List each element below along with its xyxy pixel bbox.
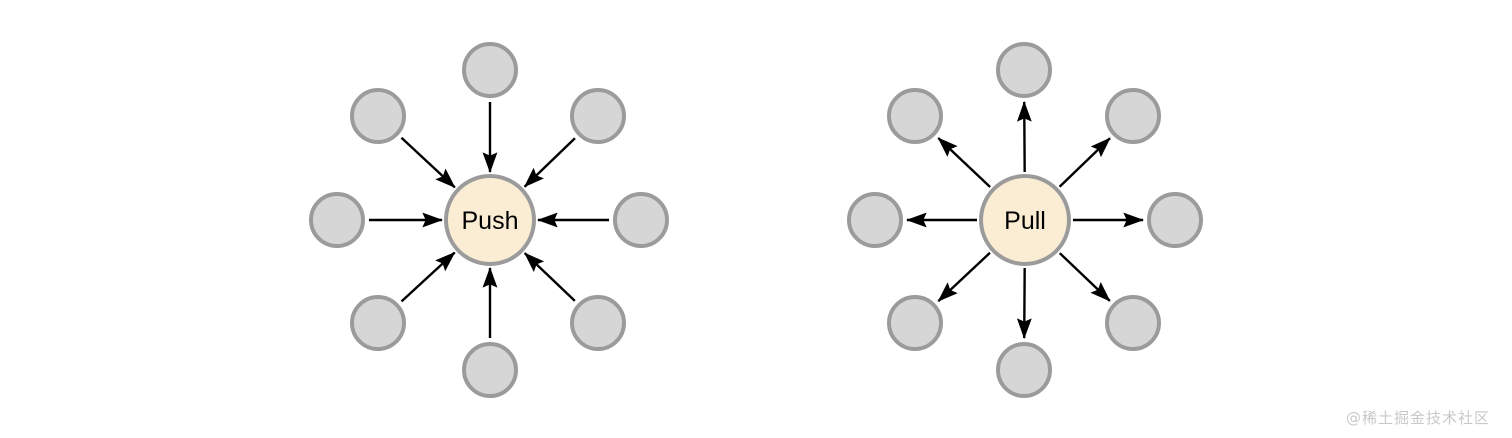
push-node-top[interactable] — [462, 42, 518, 98]
push-node-bottom-right[interactable] — [570, 295, 626, 351]
push-arrow — [523, 252, 576, 302]
push-node-bottom[interactable] — [462, 342, 518, 398]
push-node-right[interactable] — [613, 192, 669, 248]
push-hub-node[interactable] — [444, 174, 536, 266]
push-node-left[interactable] — [309, 192, 365, 248]
pull-node-top[interactable] — [996, 42, 1052, 98]
pull-arrow — [937, 251, 991, 303]
push-node-top-left[interactable] — [350, 88, 406, 144]
pull-node-top-right[interactable] — [1105, 88, 1161, 144]
pull-arrow — [937, 137, 991, 188]
push-node-bottom-left[interactable] — [350, 295, 406, 351]
pull-hub-node[interactable] — [979, 174, 1071, 266]
push-arrow — [400, 136, 456, 189]
arrows-layer — [369, 101, 1144, 339]
push-arrow — [523, 137, 576, 188]
push-arrow — [400, 251, 456, 303]
watermark: @稀土掘金技术社区 — [1345, 409, 1490, 427]
pull-node-top-left[interactable] — [887, 88, 943, 144]
pull-node-right[interactable] — [1147, 192, 1203, 248]
pull-node-bottom-left[interactable] — [887, 295, 943, 351]
pull-node-bottom-right[interactable] — [1105, 295, 1161, 351]
pull-node-left[interactable] — [847, 192, 903, 248]
pull-node-bottom[interactable] — [996, 342, 1052, 398]
pull-arrow — [1058, 252, 1111, 302]
push-node-top-right[interactable] — [570, 88, 626, 144]
pull-arrow — [1058, 137, 1111, 188]
